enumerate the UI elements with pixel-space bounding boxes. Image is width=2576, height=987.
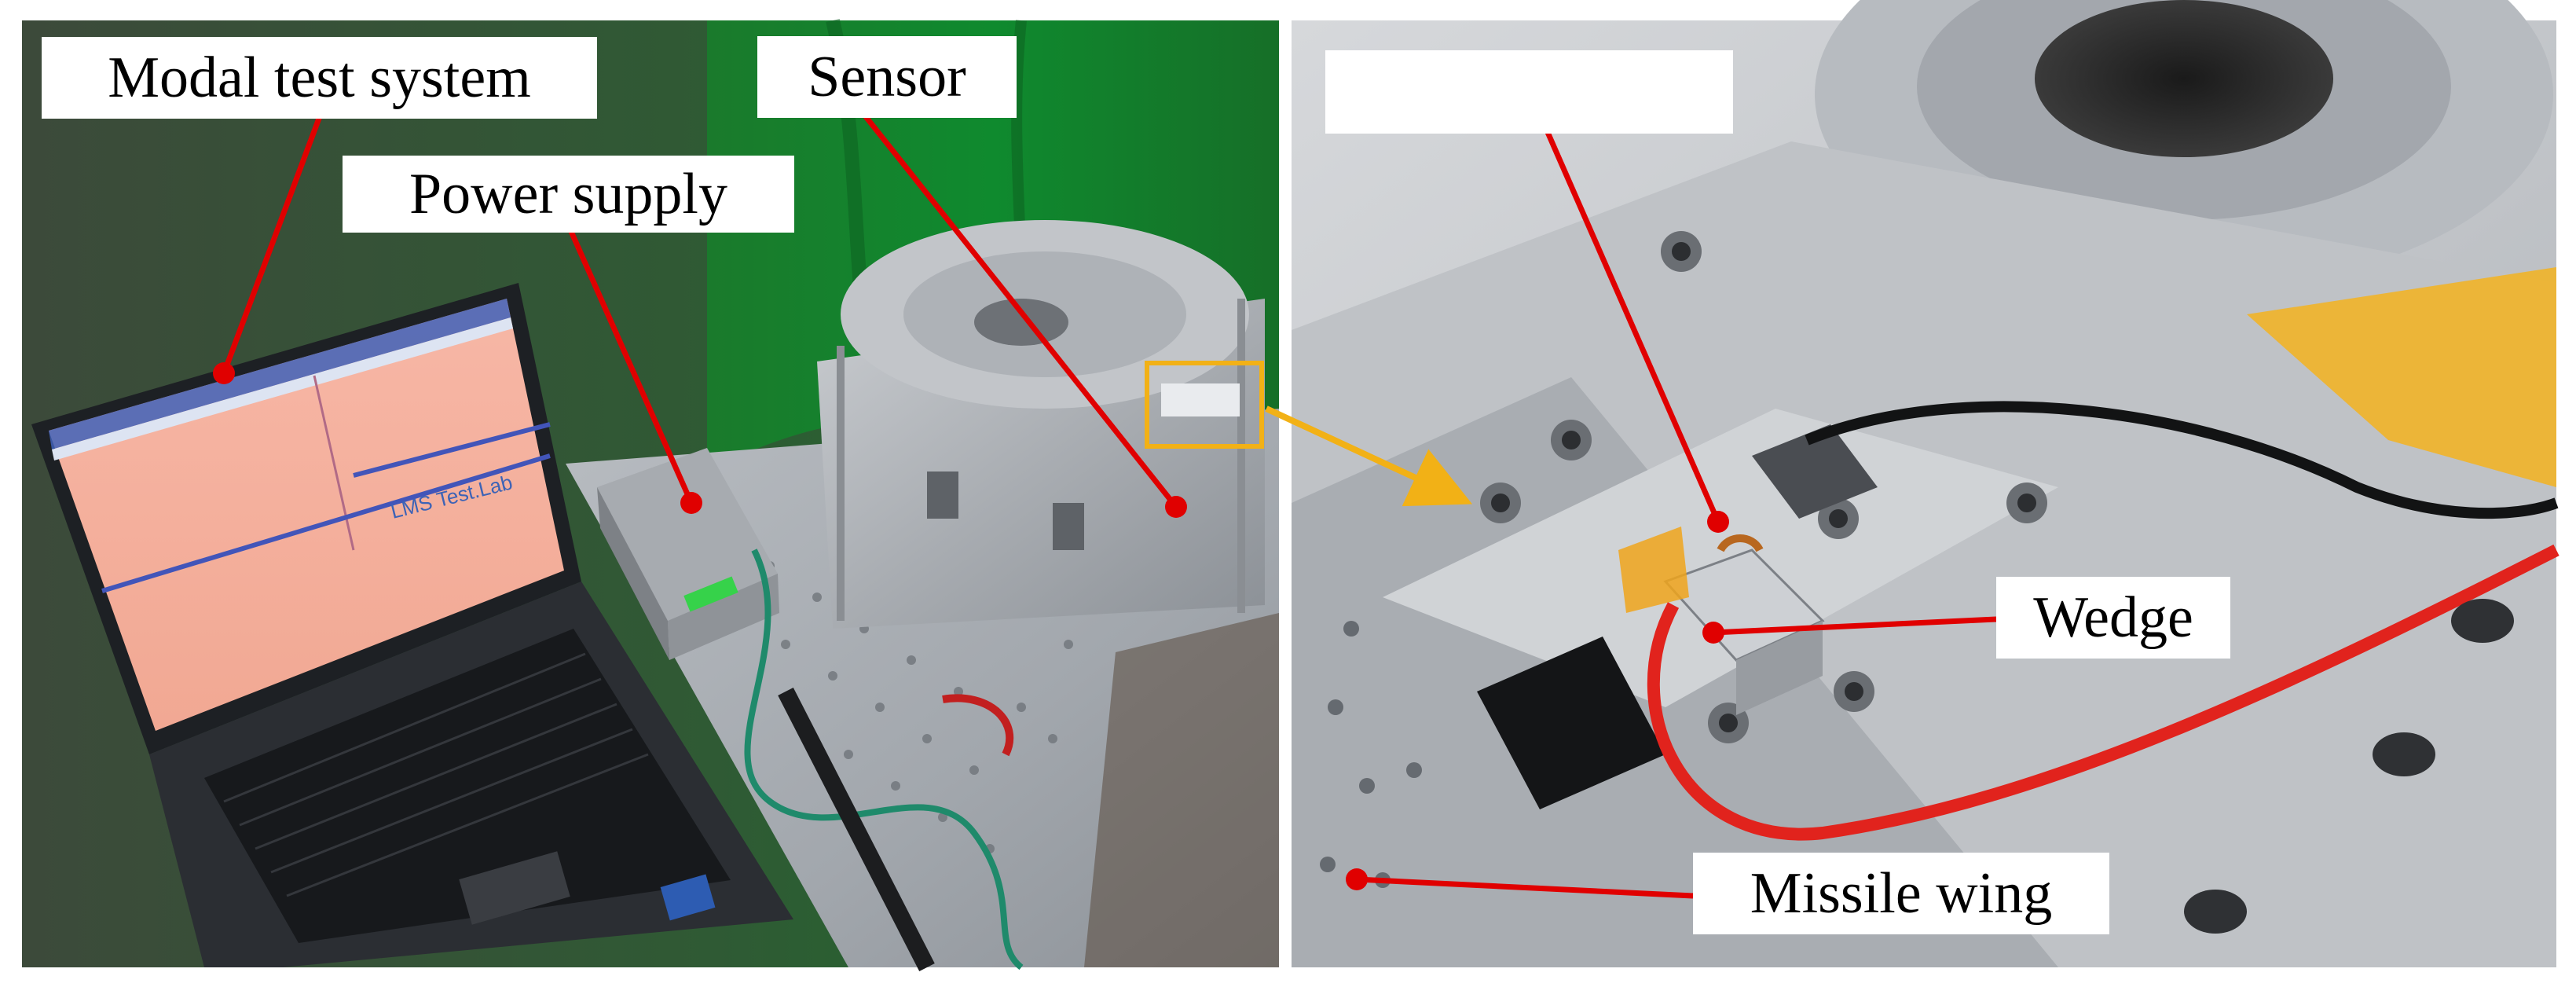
label-power-supply: Power supply (343, 156, 794, 233)
inset-arrow (1265, 405, 1473, 507)
leader-dots (213, 362, 1729, 890)
label-sma-driver (1325, 50, 1733, 134)
label-missile-wing: Missile wing (1693, 853, 2109, 934)
label-sensor: Sensor (757, 36, 1017, 118)
label-modal-test-system: Modal test system (42, 37, 597, 119)
right-photo (1292, 0, 2560, 967)
leader-lines (221, 108, 1997, 899)
label-wedge: Wedge (1996, 577, 2230, 659)
